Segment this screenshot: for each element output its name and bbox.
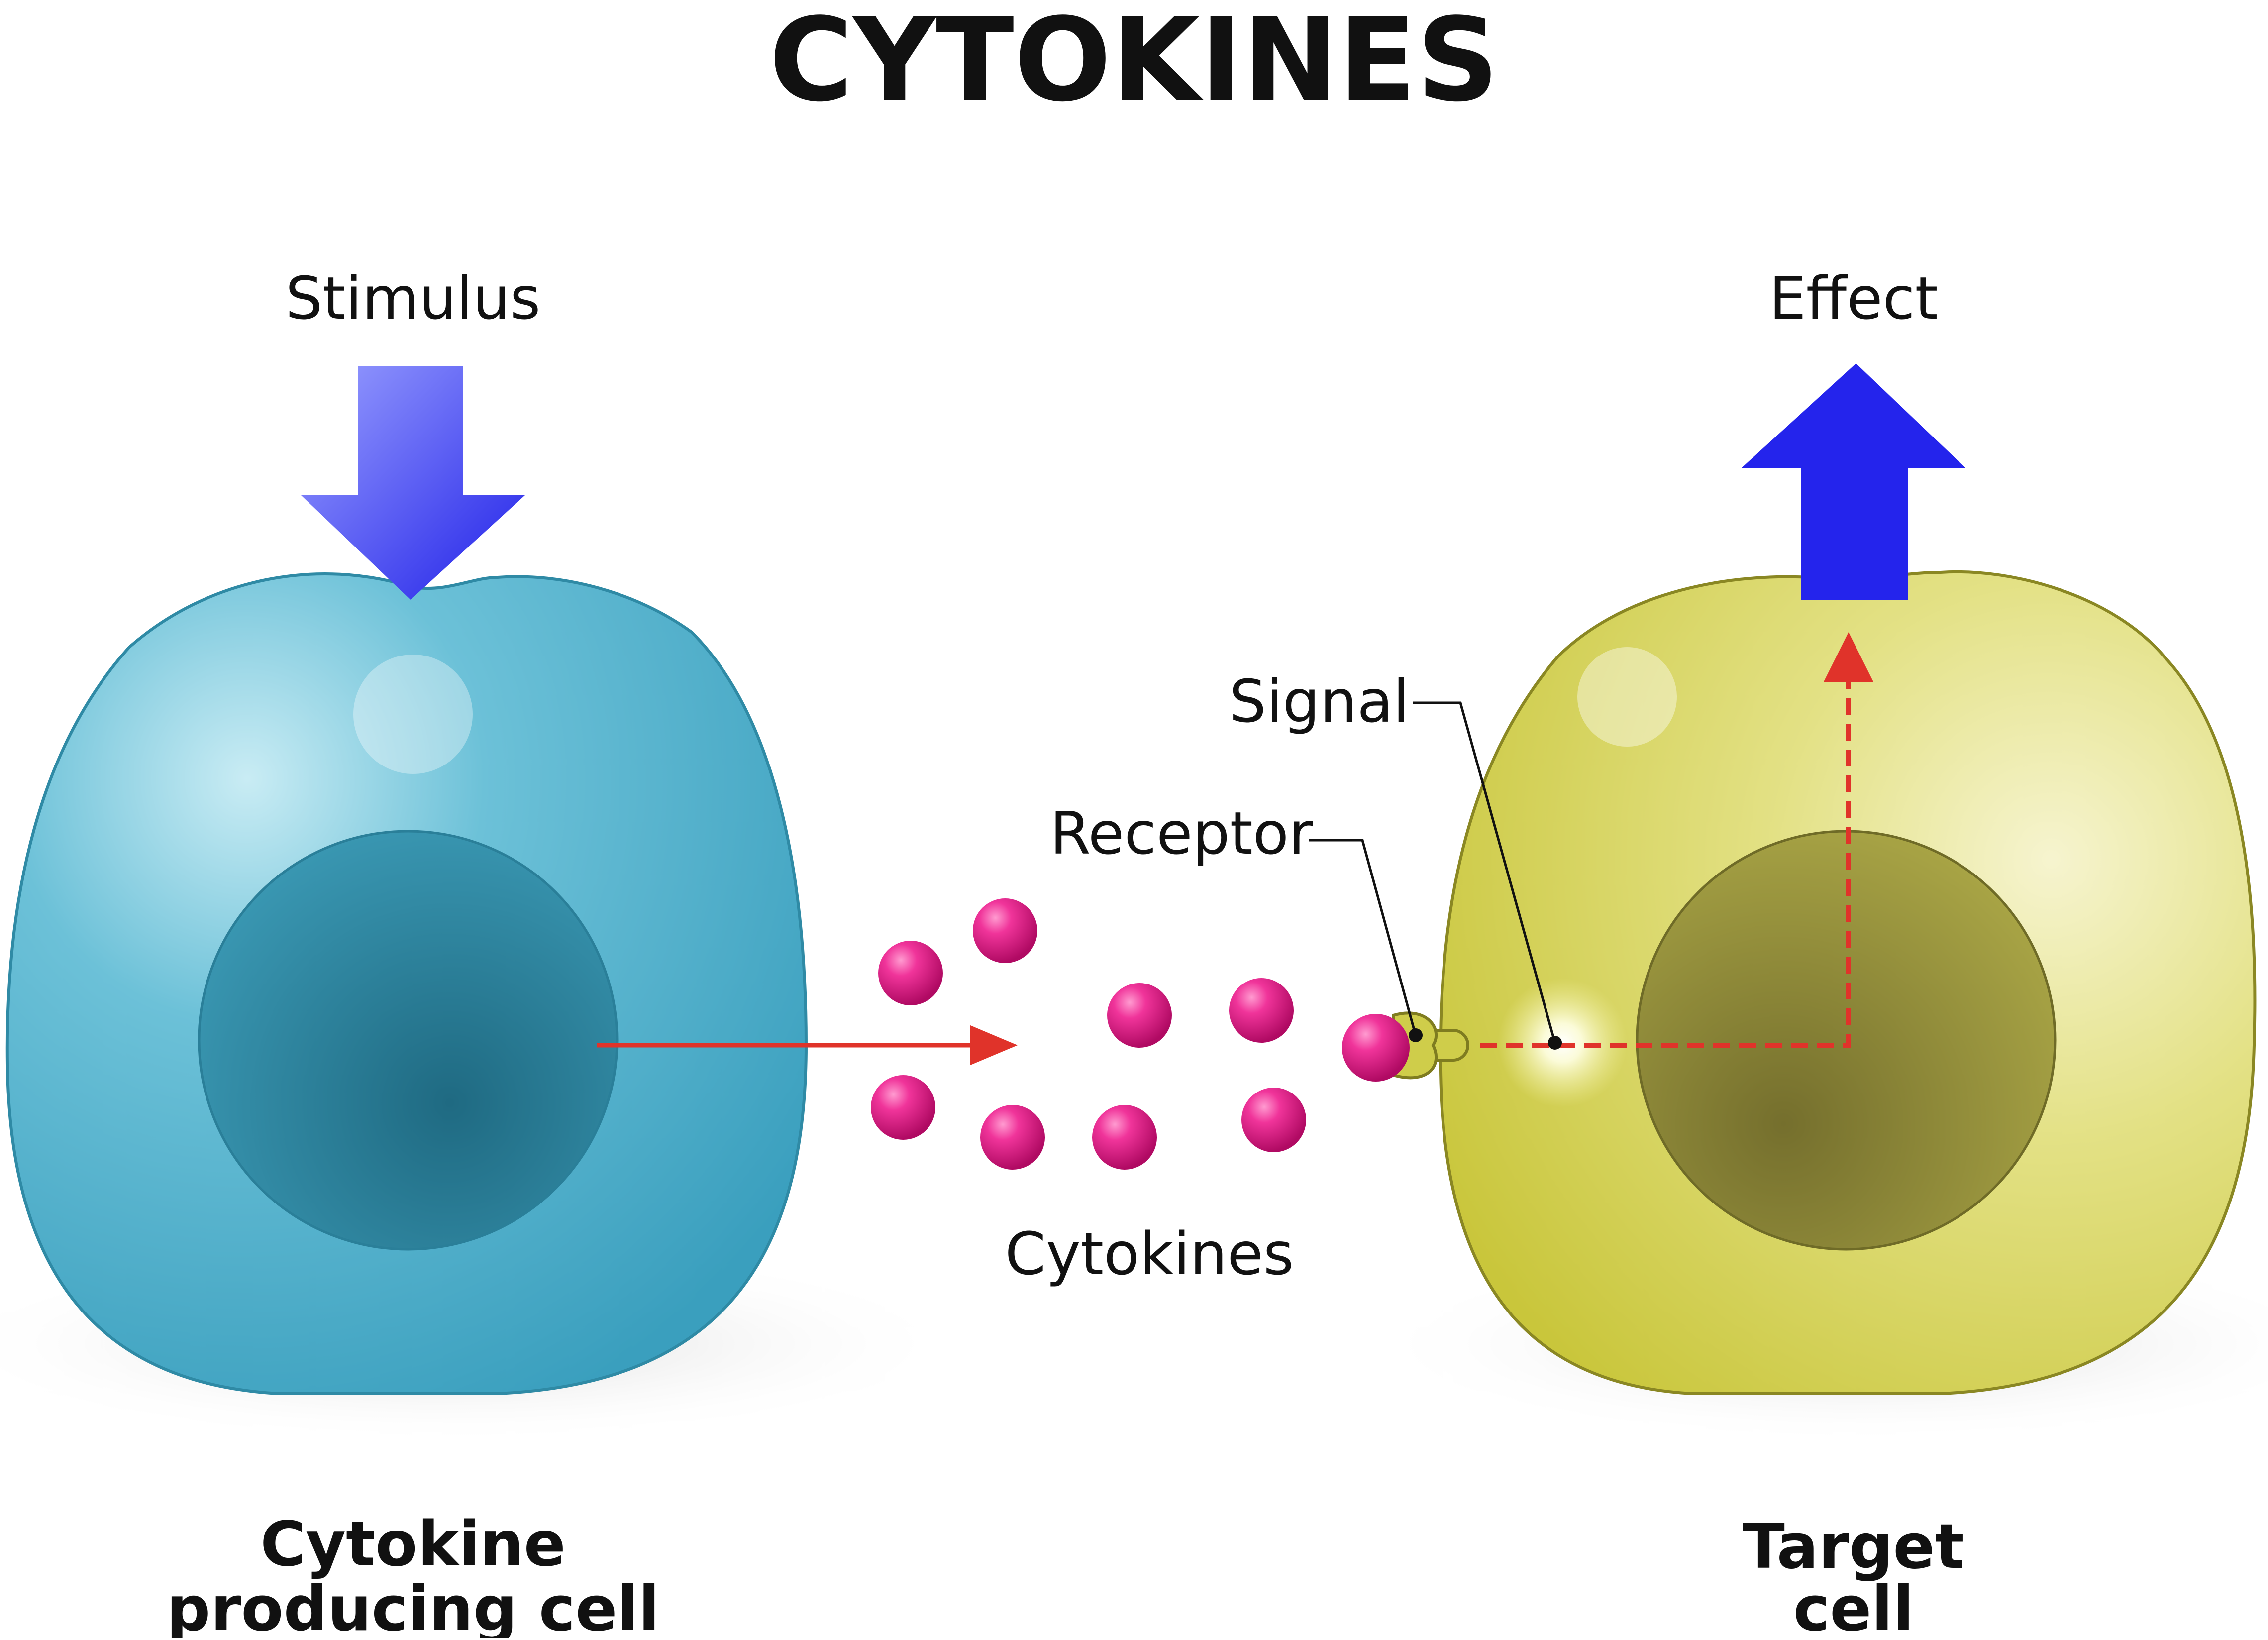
effect-label: Effect [1769,264,1938,332]
diagram-title: CYTOKINES [769,0,1499,127]
signal-leader-line [1413,701,1556,1043]
cytokine-molecule [1092,1105,1157,1170]
cytokine-molecules [871,898,1306,1170]
cytokine-molecule [1229,978,1294,1043]
cytokine-molecule [878,941,943,1005]
signal-leader-dot [1548,1036,1562,1050]
cytokine-molecule [973,898,1037,963]
target-cell-label-line2: cell [1793,1573,1914,1638]
cytokine-molecule [871,1075,935,1140]
signal-path-arrow [1480,662,1851,1048]
receptor-leader-dot [1409,1028,1423,1042]
target-cell-highlight [1577,647,1677,747]
producing-cell-nucleus [198,830,619,1251]
producing-cell-label-line1: Cytokine [260,1509,566,1580]
secretion-arrowhead-icon [970,1025,1018,1065]
cytokine-molecule [980,1105,1045,1170]
bound-cytokine-molecule [1342,1014,1410,1082]
stimulus-arrow-icon [301,366,525,600]
cytokines-label: Cytokines [1005,1219,1294,1288]
cytokine-molecule [1241,1088,1306,1152]
effect-arrow-icon [1742,363,1965,600]
receptor-leader-line [1309,839,1417,1036]
signal-arrowhead-icon [1824,632,1873,682]
producing-cell-highlight [353,655,473,774]
stimulus-label: Stimulus [286,264,541,332]
target-cell-label-line1: Target [1743,1511,1964,1583]
signal-label: Signal [1229,667,1409,736]
producing-cell-label-line2: producing cell [167,1573,660,1638]
cytokine-molecule [1107,983,1172,1048]
receptor-label: Receptor [1050,799,1313,868]
